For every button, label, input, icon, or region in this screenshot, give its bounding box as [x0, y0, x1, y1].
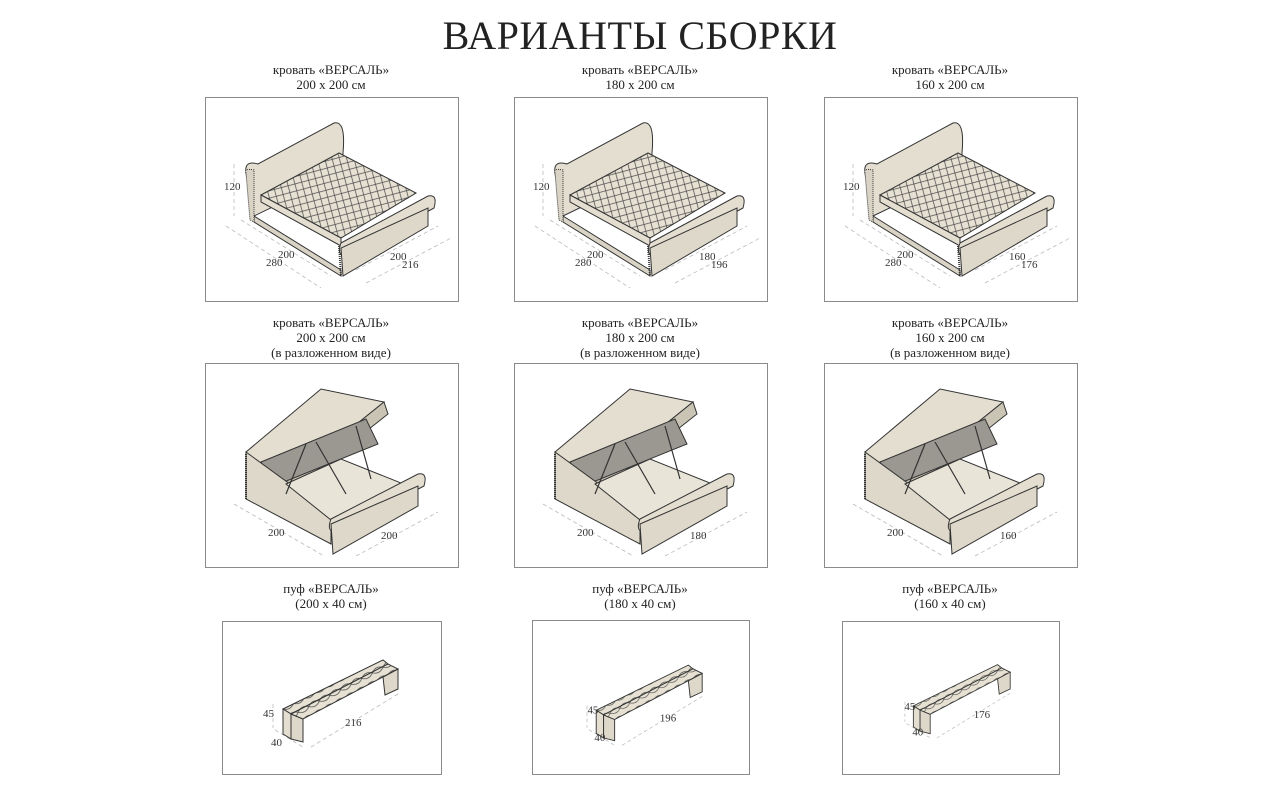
length-label: 176 — [974, 709, 991, 721]
length-outer-label: 280 — [575, 257, 592, 269]
length-inner-label: 200 — [897, 249, 914, 261]
bed-size: 180 х 200 см — [605, 77, 675, 92]
bed-open-caption: кровать «ВЕРСАЛЬ»180 х 200 см(в разложен… — [490, 315, 790, 360]
depth-label: 40 — [594, 732, 605, 744]
bed-caption: кровать «ВЕРСАЛЬ»180 х 200 см — [490, 62, 790, 92]
bed-open-diagram-160: 200 160 — [824, 363, 1078, 568]
width-label: 200 — [381, 530, 398, 542]
pouf-name: пуф «ВЕРСАЛЬ» — [902, 581, 998, 596]
pouf-diagram-216: 45 40 216 — [222, 621, 442, 775]
length-outer-label: 280 — [885, 257, 902, 269]
bed-note: (в разложенном виде) — [890, 345, 1010, 360]
pouf-name: пуф «ВЕРСАЛЬ» — [592, 581, 688, 596]
length-label: 200 — [268, 527, 285, 539]
bed-name: кровать «ВЕРСАЛЬ» — [581, 62, 699, 77]
length-label: 196 — [660, 712, 677, 724]
bed-size: 200 х 200 см — [296, 330, 366, 345]
width-outer-label: 216 — [402, 259, 419, 271]
pouf-size: (180 х 40 см) — [604, 596, 676, 611]
bed-open-diagram-200: 200 200 — [205, 363, 459, 568]
pouf-caption: пуф «ВЕРСАЛЬ»(180 х 40 см) — [490, 581, 790, 611]
width-label: 160 — [1000, 530, 1017, 542]
depth-label: 40 — [912, 727, 923, 739]
bed-size: 160 х 200 см — [915, 77, 985, 92]
bed-diagram-160: 120 200 280 160 176 — [824, 97, 1078, 302]
pouf-name: пуф «ВЕРСАЛЬ» — [283, 581, 379, 596]
bed-diagram-200: 120 200 280 200 216 — [205, 97, 459, 302]
depth-label: 40 — [271, 737, 283, 749]
length-inner-label: 200 — [278, 249, 295, 261]
width-inner-label: 200 — [390, 251, 407, 263]
height-label: 45 — [587, 704, 598, 716]
bed-caption: кровать «ВЕРСАЛЬ»160 х 200 см — [800, 62, 1100, 92]
pouf-caption: пуф «ВЕРСАЛЬ»(160 х 40 см) — [800, 581, 1100, 611]
pouf-diagram-176: 45 40 176 — [842, 621, 1060, 775]
bed-diagram-180: 120 200 280 180 196 — [514, 97, 768, 302]
pouf-diagram-196: 45 40 196 — [532, 620, 750, 775]
length-outer-label: 280 — [266, 257, 283, 269]
bed-size: 200 х 200 см — [296, 77, 366, 92]
bed-open-caption: кровать «ВЕРСАЛЬ»200 х 200 см(в разложен… — [181, 315, 481, 360]
width-inner-label: 160 — [1009, 251, 1026, 263]
width-outer-label: 196 — [711, 259, 728, 271]
height-label: 45 — [263, 708, 275, 720]
bed-size: 160 х 200 см — [915, 330, 985, 345]
height-label: 45 — [904, 701, 915, 713]
page-title: ВАРИАНТЫ СБОРКИ — [442, 13, 838, 58]
height-label: 120 — [533, 181, 550, 193]
bed-note: (в разложенном виде) — [580, 345, 700, 360]
bed-size: 180 х 200 см — [605, 330, 675, 345]
bed-open-diagram-180: 200 180 — [514, 363, 768, 568]
height-label: 120 — [224, 181, 241, 193]
width-outer-label: 176 — [1021, 259, 1038, 271]
height-label: 120 — [843, 181, 860, 193]
pouf-size: (160 х 40 см) — [914, 596, 986, 611]
pouf-caption: пуф «ВЕРСАЛЬ»(200 х 40 см) — [181, 581, 481, 611]
length-label: 216 — [345, 717, 362, 729]
bed-name: кровать «ВЕРСАЛЬ» — [891, 62, 1009, 77]
width-inner-label: 180 — [699, 251, 716, 263]
bed-caption: кровать «ВЕРСАЛЬ»200 х 200 см — [181, 62, 481, 92]
bed-name: кровать «ВЕРСАЛЬ» — [272, 315, 390, 330]
length-label: 200 — [577, 527, 594, 539]
length-inner-label: 200 — [587, 249, 604, 261]
length-label: 200 — [887, 527, 904, 539]
bed-name: кровать «ВЕРСАЛЬ» — [581, 315, 699, 330]
bed-name: кровать «ВЕРСАЛЬ» — [891, 315, 1009, 330]
pouf-size: (200 х 40 см) — [295, 596, 367, 611]
bed-name: кровать «ВЕРСАЛЬ» — [272, 62, 390, 77]
bed-note: (в разложенном виде) — [271, 345, 391, 360]
bed-open-caption: кровать «ВЕРСАЛЬ»160 х 200 см(в разложен… — [800, 315, 1100, 360]
width-label: 180 — [690, 530, 707, 542]
